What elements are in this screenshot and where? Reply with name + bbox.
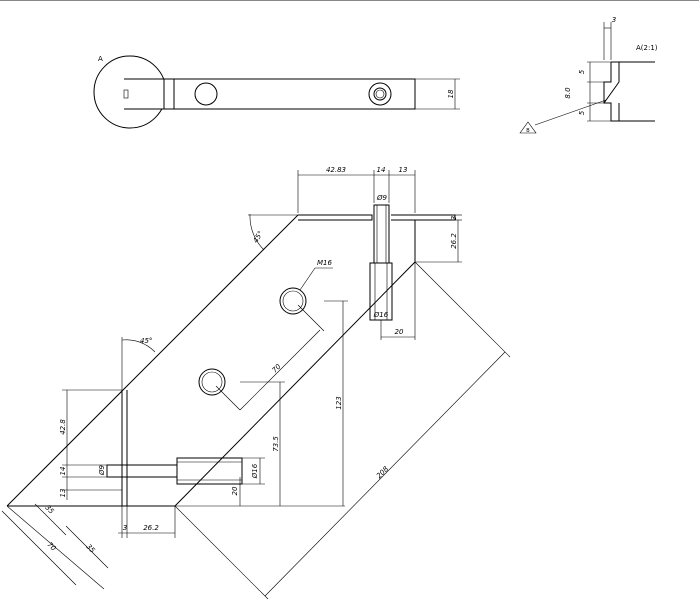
view-label-a: A: [98, 55, 103, 63]
dim-13-left: 13: [59, 489, 67, 498]
hole-right-thread: [375, 89, 385, 99]
hole-left: [194, 82, 218, 106]
angle-45-top: 45°: [252, 230, 265, 245]
main-view: 70 42.83 14 13 Ø9 3 26.2 45° M16 Ø16 20: [1, 166, 511, 600]
hole-right-outer: [368, 82, 392, 106]
detail-view: 3 5 8.0 5 A(2:1) B: [519, 16, 658, 134]
angle-arc-top: [249, 213, 265, 251]
thread-m16: M16: [317, 259, 332, 267]
detail-width-dim: 3: [612, 16, 616, 24]
top-view: 18 A: [93, 55, 460, 129]
section-triangle: [519, 121, 537, 134]
section-leader: [534, 99, 607, 126]
detail-upper-dim: 5: [578, 69, 586, 74]
dim-208: 208: [375, 465, 390, 480]
dim-73-5: 73.5: [272, 436, 280, 452]
dim-14-top: 14: [377, 166, 386, 174]
detail-mid-dim: 8.0: [564, 87, 572, 99]
left-hole-large: [176, 457, 243, 485]
hole-mid: [198, 368, 226, 396]
dim-top-height: 18: [447, 89, 455, 98]
dia9-top: Ø9: [376, 194, 388, 202]
dia16-left: Ø16: [251, 463, 259, 479]
dim-70-bottom: 70: [45, 541, 57, 553]
dim-line-70-mid: [239, 329, 321, 411]
hole-right-inner: [373, 87, 387, 101]
slot-key: [123, 89, 129, 99]
angle-45-left: 45°: [140, 337, 152, 345]
dim-line-70-bottom: [1, 510, 77, 586]
dim-20-top: 20: [395, 328, 404, 336]
top-hole-small: [373, 204, 390, 264]
dim-3-top: 3: [450, 216, 458, 220]
dim-42-8: 42.8: [59, 419, 67, 435]
dim-14-left: 14: [59, 467, 67, 476]
hole-m16: [279, 287, 307, 315]
dim-line-208: [264, 351, 506, 597]
left-hole-small: [106, 464, 178, 478]
dim-13-top: 13: [399, 166, 408, 174]
dim-70-mid: 70: [271, 362, 283, 374]
top-flange-left: [298, 214, 373, 221]
dim-26-2-top: 26.2: [450, 233, 458, 249]
section-label-b: B: [526, 128, 530, 134]
dia9-left: Ø9: [98, 464, 106, 476]
dim-42-83: 42.83: [326, 166, 346, 174]
dia16-top: Ø16: [373, 311, 389, 319]
detail-lower-dim: 5: [578, 110, 586, 115]
dim-26-2-bottom: 26.2: [143, 524, 159, 532]
dim-3-bottom: 3: [123, 524, 127, 532]
dim-123: 123: [335, 396, 343, 409]
bar-outer-edge: [6, 214, 299, 507]
dim-35-b: 35: [84, 543, 96, 555]
detail-scale-label: A(2:1): [636, 44, 658, 52]
dim-20-left: 20: [231, 486, 239, 495]
top-flange-right: [391, 214, 456, 221]
